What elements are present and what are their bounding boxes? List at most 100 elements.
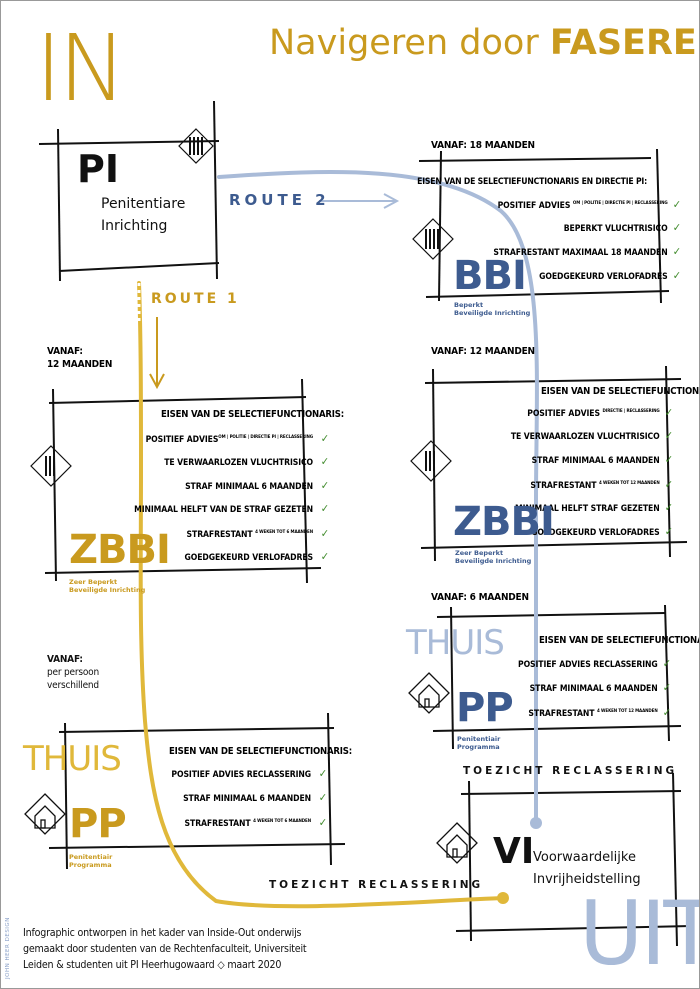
pp-left-subtitle: Penitentiair Programma	[69, 853, 112, 869]
route1-path	[137, 281, 505, 909]
pp-right-req-2: STRAF MINIMAAL 6 MAANDEN ✓	[529, 681, 671, 694]
zbbi-right-sub1: Zeer Beperkt	[455, 549, 504, 557]
bbi-requirements-list: POSITIEF ADVIES OM | POLITIE | DIRECTIE …	[451, 197, 681, 293]
zbbi-left-sub2: Beveiligde Inrichting	[69, 586, 146, 594]
pp-left-thuis: THUIS	[23, 739, 122, 779]
pp-left-requirements-list: POSITIEF ADVIES RECLASSERING ✓ STRAF MIN…	[131, 767, 327, 839]
uit-label: UIT	[579, 882, 699, 985]
zbbi-left-box	[44, 378, 322, 584]
vi-abbr: VI	[493, 831, 535, 872]
pp-left-sub2: Programma	[69, 861, 112, 869]
zbbi-left-req-4: MINIMAAL HELFT VAN DE STRAF GEZETEN ✓	[134, 502, 329, 516]
zbbi-left-diamond-icon	[30, 445, 72, 487]
zbbi-left-vanaf: VANAF: 12 MAANDEN	[47, 345, 112, 371]
pp-left-vanaf: VANAF: per persoon verschillend	[47, 653, 99, 692]
zbbi-left-abbr: ZBBI	[69, 527, 171, 573]
zbbi-left-req-3: STRAF MINIMAAL 6 MAANDEN ✓	[185, 478, 329, 492]
bbi-req-1: POSITIEF ADVIES OM | POLITIE | DIRECTIE …	[497, 197, 682, 211]
pi-box	[38, 100, 220, 282]
toezicht-left-label: TOEZICHT RECLASSERING	[269, 879, 484, 891]
zbbi-right-req-6: GOEDGEKEURD VERLOFADRES ✓	[531, 525, 673, 538]
zbbi-left-vanaf2: 12 MAANDEN	[47, 359, 113, 370]
pp-left-box	[48, 712, 346, 870]
zbbi-right-req-4: STRAFRESTANT 4 WEKEN TOT 12 MAANDEN ✓	[530, 477, 673, 491]
pp-right-subtitle: Penitentiair Programma	[457, 735, 500, 751]
zbbi-left-sub1: Zeer Beperkt	[69, 578, 118, 586]
route1-label: ROUTE 1	[151, 291, 240, 307]
pp-left-abbr: PP	[69, 801, 127, 847]
vi-name-line2: Invrijheidstelling	[533, 872, 641, 887]
vi-box	[455, 772, 692, 947]
pp-right-abbr: PP	[456, 685, 514, 731]
pp-right-sub1: Penitentiair	[457, 735, 501, 743]
zbbi-right-req-5: MINIMAAL HELFT STRAF GEZETEN ✓	[514, 501, 673, 514]
pp-right-thuis: THUIS	[406, 623, 505, 663]
pp-left-requirements-header: EISEN VAN DE SELECTIEFUNCTIONARIS:	[169, 746, 352, 757]
pp-right-requirements-list: POSITIEF ADVIES RECLASSERING ✓ STRAF MIN…	[471, 657, 671, 729]
bbi-box	[418, 148, 670, 304]
title-emphasis: FASEREN	[549, 23, 699, 63]
zbbi-right-req-3: STRAF MINIMAAL 6 MAANDEN ✓	[531, 453, 673, 466]
pp-right-vanaf: VANAF: 6 MAANDEN	[431, 592, 529, 603]
pi-abbr: PI	[77, 147, 119, 191]
bbi-req-2: BEPERKT VLUCHTRISICO ✓	[563, 221, 681, 234]
pp-right-req-1: POSITIEF ADVIES RECLASSERING ✓	[518, 657, 671, 670]
bbi-subtitle: Beperkt Beveiligde Inrichting	[454, 301, 530, 317]
footer-line1: Infographic ontworpen in het kader van I…	[23, 927, 302, 939]
zbbi-left-requirements-list: POSITIEF ADVIESOM | POLITIE | DIRECTIE P…	[101, 431, 329, 574]
route2-arrow	[319, 193, 400, 209]
designer-credit: JOHN HEER DESIGN	[5, 917, 11, 979]
route1-arrow	[149, 317, 165, 390]
vi-name: Voorwaardelijke Invrijheidstelling	[533, 847, 641, 891]
zbbi-right-abbr: ZBBI	[453, 499, 555, 545]
toezicht-right-label: TOEZICHT RECLASSERING	[463, 765, 678, 777]
zbbi-right-requirements-list: POSITIEF ADVIES DIRECTIE | RECLASSERING …	[453, 405, 673, 549]
zbbi-right-req-2: TE VERWAARLOZEN VLUCHTRISICO ✓	[510, 429, 673, 442]
footer-credits: Infographic ontworpen in het kader van I…	[23, 925, 307, 973]
pp-left-sub1: Penitentiair	[69, 853, 113, 861]
bbi-abbr: BBI	[453, 253, 527, 299]
pp-left-req-2: STRAF MINIMAAL 6 MAANDEN ✓	[183, 791, 327, 804]
pp-right-sub2: Programma	[457, 743, 500, 751]
bbi-diamond-icon	[412, 218, 454, 260]
zbbi-right-sub2: Beveiligde Inrichting	[455, 557, 532, 565]
house-icon-vi	[436, 822, 478, 864]
pi-name-line2: Inrichting	[101, 218, 168, 234]
pp-right-box	[432, 604, 682, 750]
title-prefix: Navigeren door	[269, 23, 550, 63]
house-icon-left	[24, 793, 66, 835]
vi-name-line1: Voorwaardelijke	[533, 850, 636, 865]
footer-line2: gemaakt door studenten van de Rechtenfac…	[23, 943, 307, 955]
zbbi-right-diamond-icon	[410, 440, 452, 482]
bbi-requirements-header: EISEN VAN DE SELECTIEFUNCTIONARIS EN DIR…	[417, 177, 647, 187]
pp-right-requirements-header: EISEN VAN DE SELECTIEFUNCTIONARIS:	[539, 635, 699, 646]
zbbi-right-subtitle: Zeer Beperkt Beveiligde Inrichting	[455, 549, 531, 565]
pp-left-vanaf1: VANAF:	[47, 654, 83, 665]
route2-path	[217, 170, 539, 825]
pp-left-req-3: STRAFRESTANT 4 WEKEN TOT 6 MAANDEN ✓	[184, 815, 328, 829]
zbbi-left-subtitle: Zeer Beperkt Beveiligde Inrichting	[69, 578, 145, 594]
pp-left-req-1: POSITIEF ADVIES RECLASSERING ✓	[171, 767, 327, 780]
page-title: Navigeren door FASEREN	[269, 23, 699, 63]
bbi-req-3: STRAFRESTANT MAXIMAAL 18 MAANDEN ✓	[493, 245, 681, 258]
pi-name-line1: Penitentiare	[101, 196, 186, 212]
zbbi-right-vanaf: VANAF: 12 MAANDEN	[431, 346, 535, 357]
zbbi-left-vanaf1: VANAF:	[47, 346, 83, 357]
bbi-sub2: Beveiligde Inrichting	[454, 309, 531, 317]
footer-line3: Leiden & studenten uit PI Heerhugowaard …	[23, 959, 282, 971]
pp-left-vanaf2: per persoon	[47, 667, 99, 678]
route1-end-dot	[497, 892, 509, 904]
bbi-req-4: GOEDGEKEURD VERLOFADRES ✓	[539, 269, 681, 282]
zbbi-left-req-1: POSITIEF ADVIESOM | POLITIE | DIRECTIE P…	[145, 431, 330, 445]
zbbi-right-requirements-header: EISEN VAN DE SELECTIEFUNCTIONARIS:	[541, 386, 699, 397]
bbi-sub1: Beperkt	[454, 301, 484, 309]
pp-left-vanaf3: verschillend	[47, 680, 99, 691]
house-icon-right	[408, 672, 450, 714]
zbbi-left-req-6: GOEDGEKEURD VERLOFADRES ✓	[184, 549, 330, 563]
route2-end-dot	[530, 817, 542, 829]
zbbi-left-req-2: TE VERWAARLOZEN VLUCHTRISICO ✓	[164, 454, 329, 468]
route2-label: ROUTE 2	[229, 191, 330, 209]
pi-diamond-icon	[178, 128, 214, 164]
